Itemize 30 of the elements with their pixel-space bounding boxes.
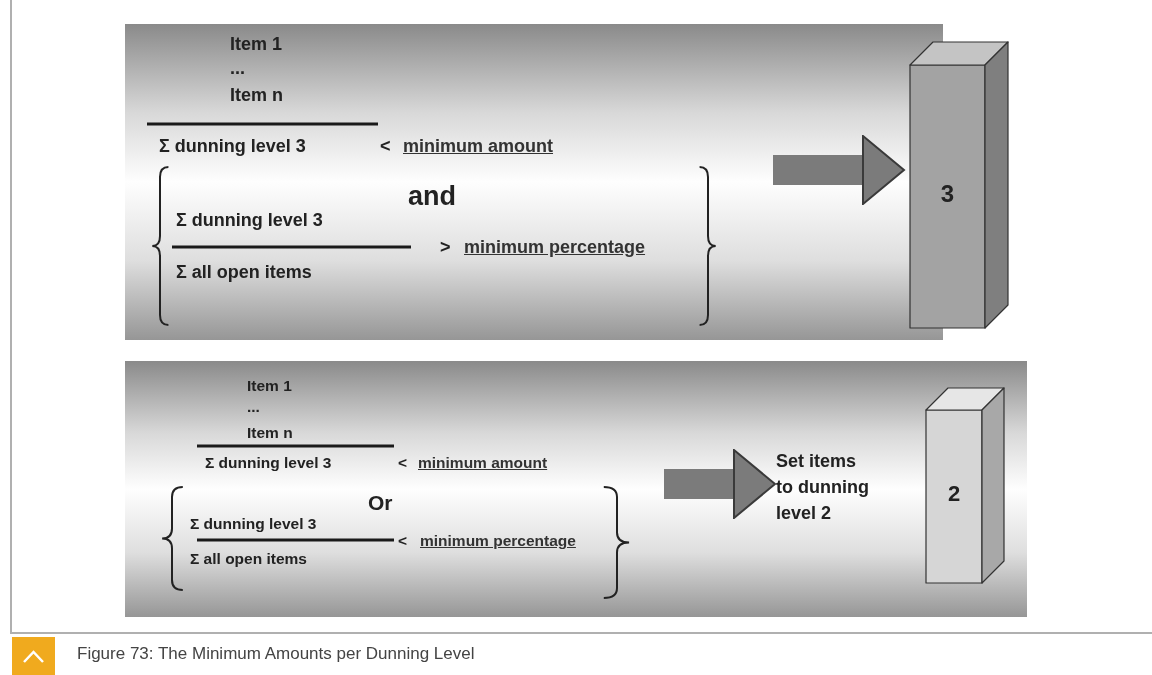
formula-text: Σ dunning level 3 — [176, 210, 323, 232]
formula-text: Σ dunning level 3 — [190, 515, 317, 534]
formula-text: Σ all open items — [176, 262, 312, 284]
formula-text: ... — [247, 398, 260, 417]
formula-text: < — [398, 454, 408, 473]
formula-text: Item n — [230, 85, 283, 107]
formula-text: < — [380, 136, 391, 158]
block-arrow — [773, 135, 905, 205]
threshold-term: minimum amount — [403, 136, 553, 158]
connective-word: and — [408, 180, 456, 213]
formula-text: Item 1 — [230, 34, 283, 56]
threshold-term: minimum amount — [418, 454, 548, 473]
level-number: 2 — [946, 481, 962, 508]
connective-word: Or — [368, 490, 393, 516]
formula-text: Σ dunning level 3 — [205, 454, 332, 473]
formula-text: Item 1 — [247, 377, 292, 396]
formula-text: < — [398, 532, 408, 551]
block-arrow — [664, 449, 776, 519]
threshold-term: minimum percentage — [464, 237, 646, 259]
panel — [125, 24, 943, 340]
formula-text: ... — [230, 58, 245, 80]
formula-text: Σ all open items — [190, 550, 307, 569]
level-number: 3 — [939, 179, 956, 209]
formula-text: > — [440, 237, 451, 259]
panel — [125, 361, 1027, 617]
result-note: Set items to dunning level 2 — [776, 450, 870, 526]
figure-caption: Figure 73: The Minimum Amounts per Dunning Level — [77, 644, 475, 664]
formula-text: Σ dunning level 3 — [159, 136, 306, 158]
formula-text: Item n — [247, 424, 293, 443]
threshold-term: minimum percentage — [420, 532, 576, 551]
